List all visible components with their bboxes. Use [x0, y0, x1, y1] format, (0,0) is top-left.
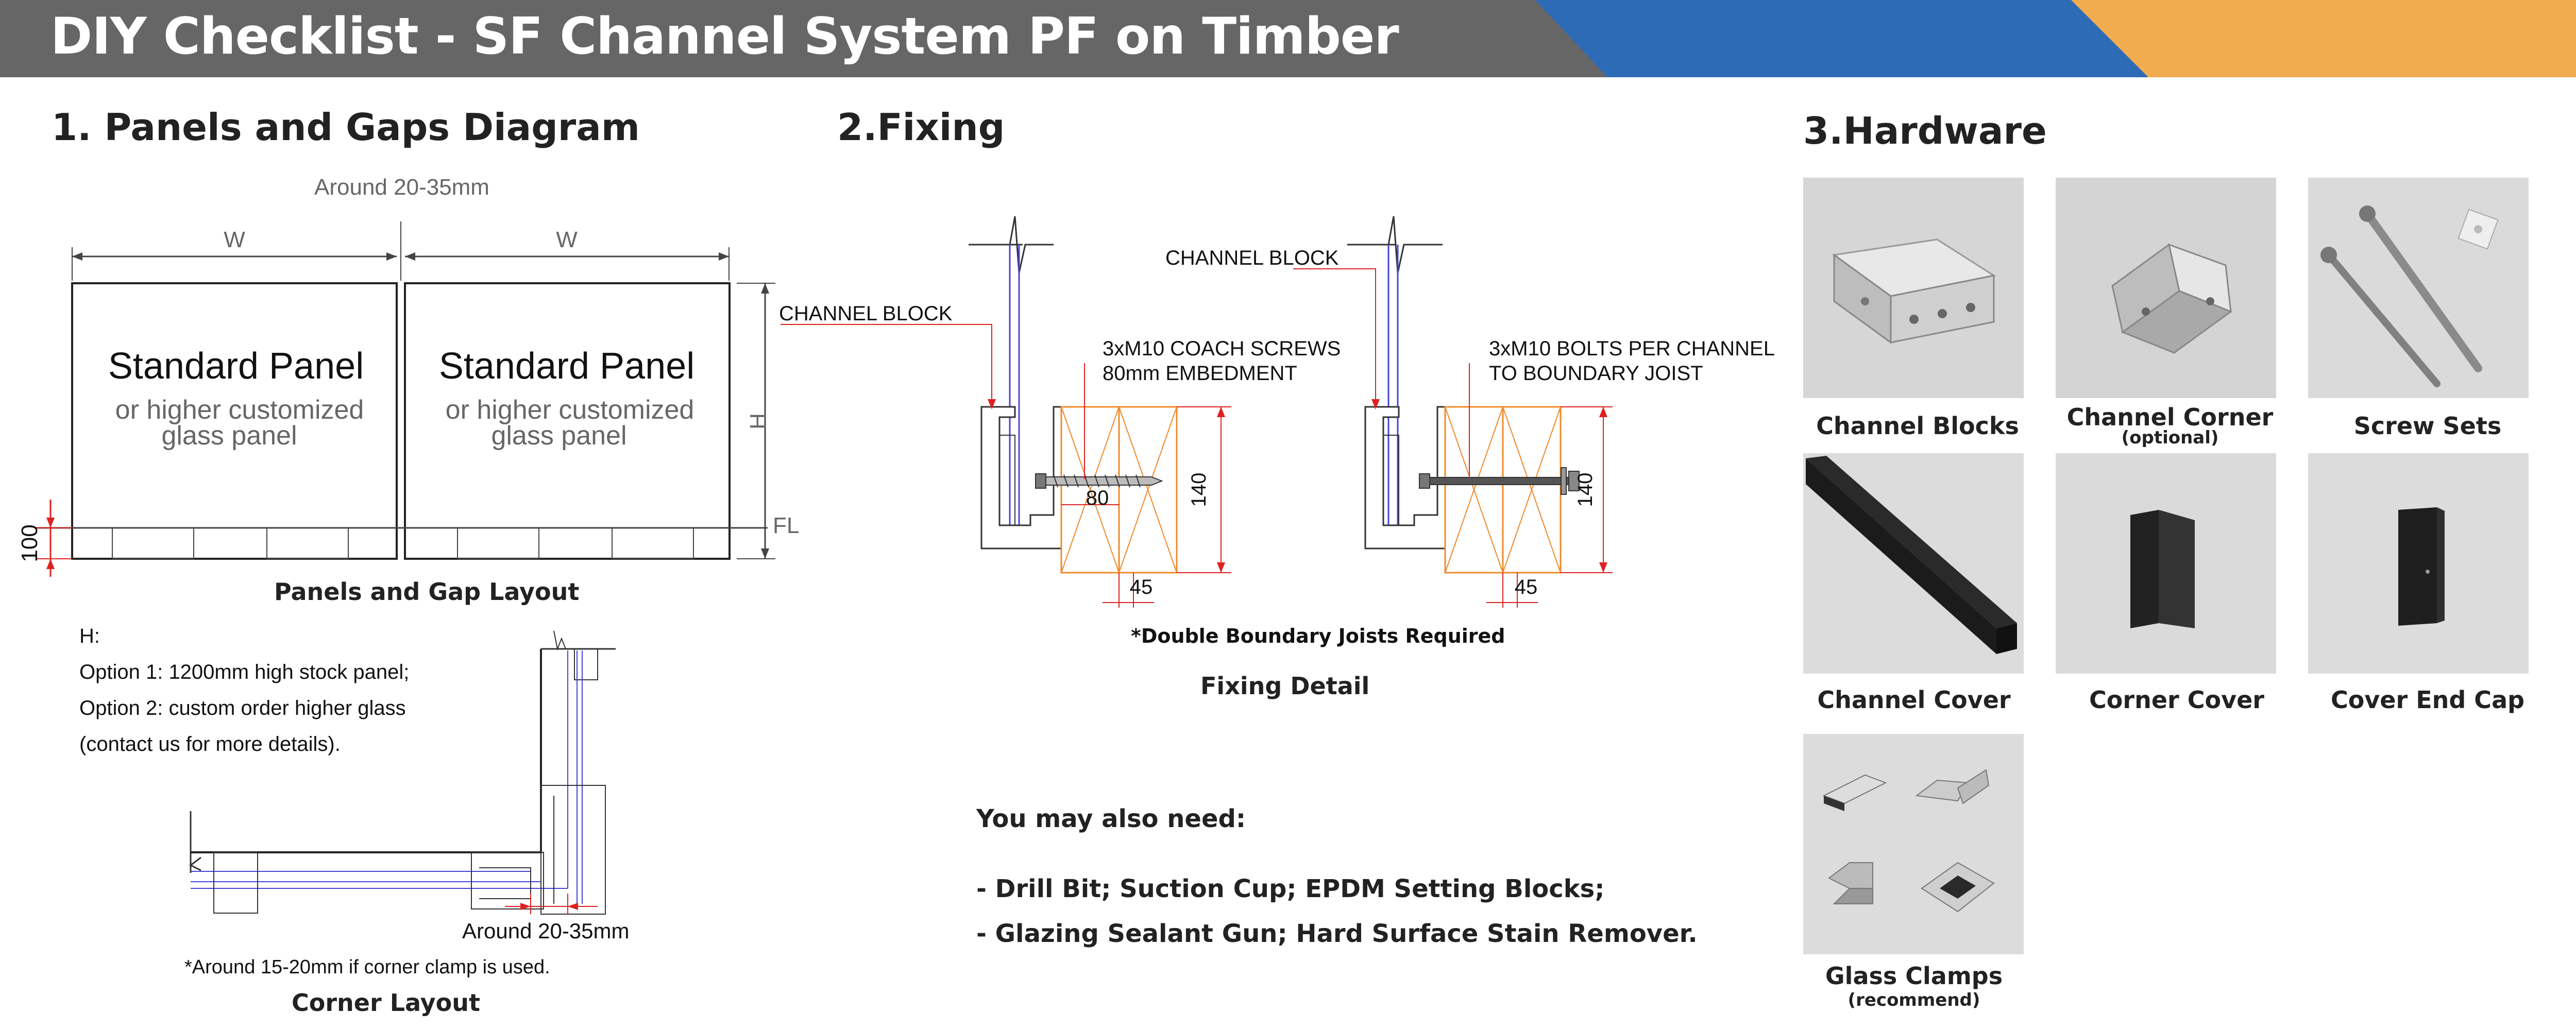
- bolts-line1: 3xM10 BOLTS PER CHANNEL: [1489, 337, 1775, 360]
- section2-title: 2.Fixing: [837, 106, 1005, 149]
- h-option2: Option 2: custom order higher glass: [79, 697, 406, 719]
- cover-end-cap-image: [2308, 453, 2529, 674]
- fixing-caption: Fixing Detail: [1200, 672, 1370, 700]
- channel-blocks-label: Channel Blocks: [1816, 412, 2019, 440]
- width-dim-left: 45: [1130, 576, 1153, 598]
- cover-end-cap-label: Cover End Cap: [2330, 686, 2525, 714]
- channel-cover-image: [1803, 453, 2024, 674]
- corner-note: *Around 15-20mm if corner clamp is used.: [184, 956, 550, 978]
- fixing-detail-diagram: CHANNEL BLOCK 3xM10 COACH SCREWS 80mm EM…: [779, 216, 1775, 608]
- channel-corner-image: [2056, 178, 2276, 398]
- panel-right-sub2: glass panel: [491, 421, 626, 451]
- height-label: H: [745, 413, 771, 430]
- coach-screw-detail: CHANNEL BLOCK 3xM10 COACH SCREWS 80mm EM…: [779, 216, 1341, 608]
- glass-clamps-label: Glass Clamps: [1825, 962, 2003, 990]
- glass-clamps-sub: (recommend): [1848, 990, 1980, 1010]
- screw-sets-label: Screw Sets: [2353, 412, 2502, 440]
- depth-dim-left: 140: [1188, 473, 1210, 507]
- glass-clamps-icon: [1803, 734, 2024, 954]
- also-need-title: You may also need:: [976, 804, 1246, 833]
- width-dim-right: 45: [1515, 576, 1538, 598]
- also-need-item-2: - Glazing Sealant Gun; Hard Surface Stai…: [976, 919, 1698, 948]
- panel-right-sub1: or higher customized: [446, 395, 694, 425]
- screws-line2: 80mm EMBEDMENT: [1103, 362, 1297, 385]
- h-option3: (contact us for more details).: [79, 733, 341, 756]
- screw-set-image: [2308, 178, 2529, 398]
- corner-gap-label: Around 20-35mm: [462, 919, 630, 943]
- section1-title: 1. Panels and Gaps Diagram: [52, 106, 640, 149]
- bolt-detail: CHANNEL BLOCK 3xM10 BOLTS PER CHANNEL TO…: [1165, 216, 1775, 608]
- header-background: [0, 0, 2576, 77]
- floor-label: FL: [773, 513, 799, 538]
- glass-clamps-image: [1803, 734, 2024, 954]
- panel-left: [71, 282, 398, 560]
- corner-cover-label: Corner Cover: [2089, 686, 2264, 714]
- panels-gap-caption: Panels and Gap Layout: [274, 578, 580, 606]
- h-heading: H:: [79, 625, 100, 647]
- section3-title: 3.Hardware: [1803, 109, 2047, 152]
- channel-cover-icon: [1803, 453, 2024, 674]
- channel-block-label-right: CHANNEL BLOCK: [1165, 247, 1339, 269]
- panels-gap-diagram: Around 20-35mm W W Standard Panel or hig…: [17, 175, 799, 577]
- width-label-right: W: [556, 227, 578, 252]
- corner-cover-icon: [2056, 453, 2276, 674]
- corner-caption: Corner Layout: [292, 989, 480, 1017]
- channel-block-label-left: CHANNEL BLOCK: [779, 302, 953, 325]
- panel-left-sub2: glass panel: [161, 421, 297, 451]
- header-banner: DIY Checklist - SF Channel System PF on …: [0, 0, 2576, 77]
- screw-set-icon: [2308, 178, 2529, 398]
- channel-corner-sub: (optional): [2121, 427, 2219, 448]
- joist-note: *Double Boundary Joists Required: [1131, 625, 1505, 647]
- channel-corner-label: Channel Corner: [2066, 403, 2274, 431]
- width-label-left: W: [224, 227, 245, 252]
- channel-block-icon: [1803, 178, 2024, 398]
- gap-label: Around 20-35mm: [314, 175, 489, 200]
- panel-right-title: Standard Panel: [439, 346, 694, 387]
- cover-end-cap-icon: [2308, 453, 2529, 674]
- channel-block-image: [1803, 178, 2024, 398]
- channel-cover-label: Channel Cover: [1817, 686, 2011, 714]
- panel-left-sub1: or higher customized: [115, 395, 364, 425]
- corner-cover-image: [2056, 453, 2276, 674]
- panel-left-title: Standard Panel: [108, 346, 364, 387]
- embed-dim: 80: [1086, 487, 1109, 509]
- offset-label: 100: [17, 524, 42, 562]
- depth-dim-right: 140: [1574, 473, 1597, 507]
- corner-layout-diagram: [189, 630, 616, 915]
- bolts-line2: TO BOUNDARY JOIST: [1489, 362, 1703, 385]
- channel-corner-icon: [2056, 178, 2276, 398]
- h-option1: Option 1: 1200mm high stock panel;: [79, 661, 410, 683]
- screws-line1: 3xM10 COACH SCREWS: [1103, 337, 1341, 360]
- panel-right: [404, 282, 731, 560]
- page-title: DIY Checklist - SF Channel System PF on …: [50, 7, 1399, 66]
- also-need-item-1: - Drill Bit; Suction Cup; EPDM Setting B…: [976, 874, 1605, 903]
